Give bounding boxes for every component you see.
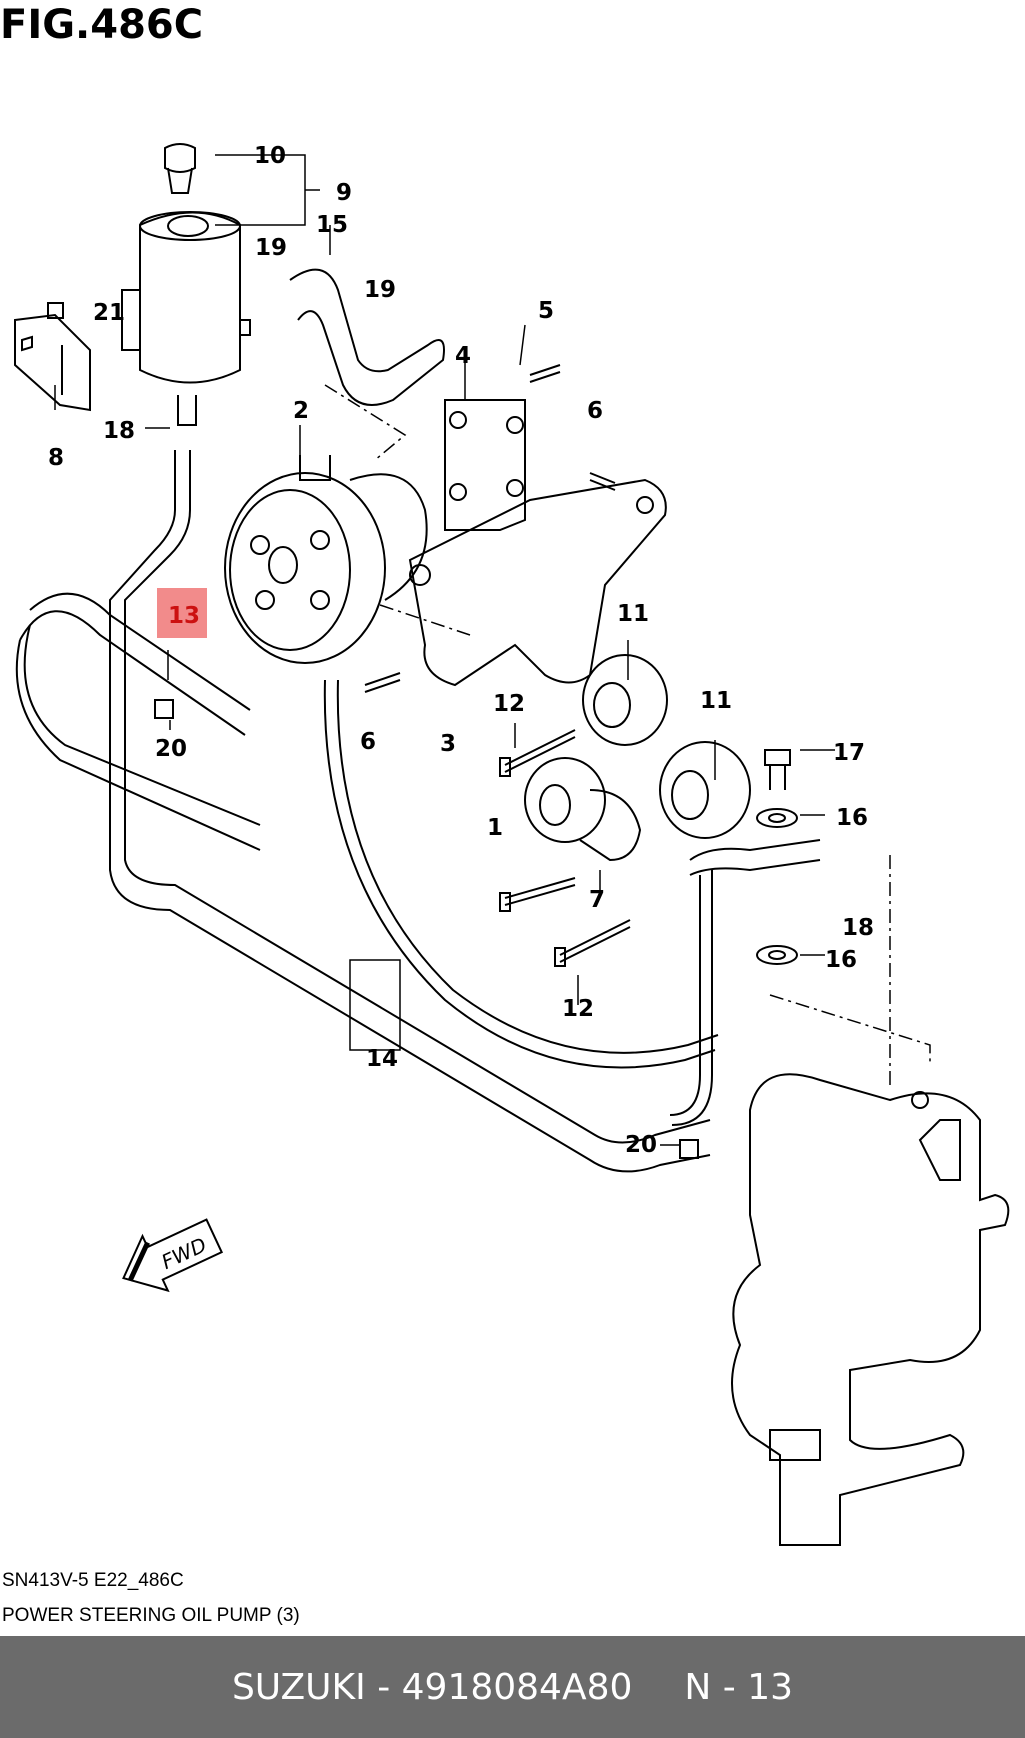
hose-15-drawing xyxy=(289,268,445,406)
callout-6a: 6 xyxy=(587,398,603,424)
callout-20b: 20 xyxy=(625,1132,657,1158)
callout-12b: 12 xyxy=(562,996,594,1022)
callout-17: 17 xyxy=(833,740,865,766)
callout-leaders xyxy=(54,154,835,1146)
callout-20a: 20 xyxy=(155,736,187,762)
bracket-3-drawing xyxy=(408,478,667,687)
callout-12a: 12 xyxy=(493,691,525,717)
callout-labels: 10 9 15 19 19 21 5 4 6 2 18 8 13 11 12 1… xyxy=(48,143,874,1158)
callout-5: 5 xyxy=(538,298,554,324)
callout-11a: 11 xyxy=(617,601,649,627)
bracket-4-drawing xyxy=(444,399,526,531)
callout-14: 14 xyxy=(366,1046,398,1072)
callout-18a: 18 xyxy=(103,418,135,444)
footer-bar: SUZUKI - 4918084A80 N - 13 xyxy=(0,1636,1025,1738)
callout-18b: 18 xyxy=(842,915,874,941)
pump-drawing xyxy=(224,455,428,664)
callout-6b: 6 xyxy=(360,729,376,755)
callout-7: 9 xyxy=(336,180,352,206)
callout-16a: 16 xyxy=(836,805,868,831)
fwd-arrow: FWD xyxy=(122,1218,224,1293)
parts-diagram: 10 9 15 19 19 21 5 4 6 2 18 8 13 11 12 1… xyxy=(14,143,1010,1546)
callout-10: 7 xyxy=(589,887,605,913)
callout-9: 8 xyxy=(48,445,64,471)
callout-8: 10 xyxy=(254,143,286,169)
pipes-drawing xyxy=(109,450,821,1173)
callout-4: 4 xyxy=(455,343,471,369)
callout-16b: 16 xyxy=(825,947,857,973)
callout-15: 15 xyxy=(316,212,348,238)
callout-1: 1 xyxy=(487,815,503,841)
pulleys-drawing xyxy=(524,654,751,862)
callout-11b: 11 xyxy=(700,688,732,714)
callout-19b: 19 xyxy=(364,277,396,303)
callout-13: 13 xyxy=(168,603,200,629)
bracket-drawing xyxy=(14,313,91,412)
callout-19a: 19 xyxy=(255,235,287,261)
reservoir-drawing xyxy=(121,143,251,426)
steering-gear-drawing xyxy=(731,1073,1010,1546)
callout-2: 2 xyxy=(293,398,309,424)
figure-name: POWER STEERING OIL PUMP (3) xyxy=(2,1605,300,1626)
callout-21: 21 xyxy=(93,300,125,326)
callout-3: 3 xyxy=(440,731,456,757)
highlight-box xyxy=(157,588,207,638)
belt-drawing xyxy=(15,592,261,851)
leader-lines xyxy=(324,384,931,1085)
footer-part-number: SUZUKI - 4918084A80 xyxy=(231,1666,633,1708)
footer-reference: N - 13 xyxy=(684,1666,794,1708)
bolts-drawing xyxy=(47,302,798,1159)
figure-title: FIG.486C xyxy=(0,2,204,48)
figure-code: SN413V-5 E22_486C xyxy=(2,1570,184,1591)
